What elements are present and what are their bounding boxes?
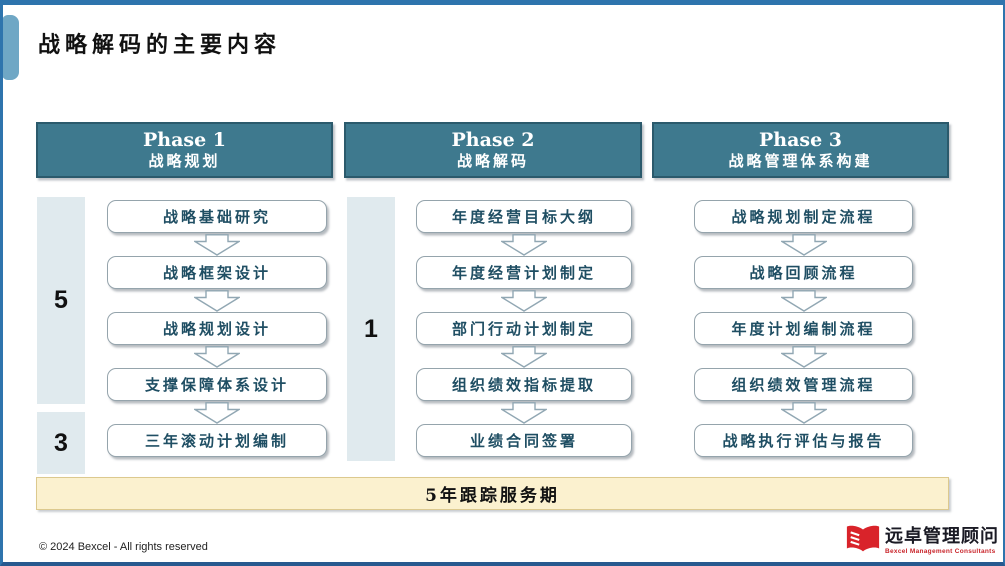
flow-box: 年度经营计划制定	[416, 256, 632, 289]
flow-box: 部门行动计划制定	[416, 312, 632, 345]
flow-box: 战略规划设计	[107, 312, 327, 345]
phase1-title-cn: 战略规划	[148, 151, 221, 170]
flow-box: 年度经营目标大纲	[416, 200, 632, 233]
flow-box: 年度计划编制流程	[694, 312, 913, 345]
flow-box: 战略框架设计	[107, 256, 327, 289]
phase1-title-en: Phase 1	[142, 128, 227, 151]
band-label: 1	[364, 314, 378, 343]
flow-box: 组织绩效指标提取	[416, 368, 632, 401]
arrow-down-icon	[107, 289, 327, 312]
logo-name-en: Bexcel Management Consultants	[885, 547, 996, 555]
flow-box-label: 战略基础研究	[162, 208, 271, 226]
logo-book-icon	[845, 524, 881, 558]
arrow-down-icon	[107, 345, 327, 368]
arrow-down-icon	[416, 345, 632, 368]
flow-box-label: 支撑保障体系设计	[144, 376, 289, 394]
phase3-title-en: Phase 3	[758, 128, 843, 151]
phase2-years-band-1: 1	[347, 197, 395, 461]
flow-box-label: 组织绩效管理流程	[731, 376, 876, 394]
flow-box: 支撑保障体系设计	[107, 368, 327, 401]
arrow-down-icon	[416, 401, 632, 424]
phase2-header: Phase 2 战略解码	[344, 122, 642, 178]
band-label: 5	[54, 286, 68, 314]
arrow-down-icon	[694, 233, 913, 256]
phase3-title-cn: 战略管理体系构建	[728, 151, 873, 170]
tracking-service-bar: 5年跟踪服务期	[36, 477, 949, 510]
flow-box-label: 战略规划制定流程	[731, 208, 876, 226]
logo-name-cn: 远卓管理顾问	[885, 526, 999, 548]
band-label: 3	[54, 428, 68, 457]
flow-box: 三年滚动计划编制	[107, 424, 327, 457]
arrow-down-icon	[107, 233, 327, 256]
flow-box: 战略规划制定流程	[694, 200, 913, 233]
flow-box-label: 年度经营目标大纲	[451, 208, 596, 226]
page-title: 战略解码的主要内容	[38, 32, 282, 58]
company-logo: 远卓管理顾问 Bexcel Management Consultants	[845, 524, 999, 558]
phase1-years-band-3: 3	[37, 412, 85, 474]
flow-box: 战略执行评估与报告	[694, 424, 913, 457]
flow-box: 组织绩效管理流程	[694, 368, 913, 401]
arrow-down-icon	[416, 233, 632, 256]
phase2-title-cn: 战略解码	[456, 151, 529, 170]
flow-box-label: 年度经营计划制定	[451, 264, 596, 282]
flow-box: 战略基础研究	[107, 200, 327, 233]
arrow-down-icon	[694, 345, 913, 368]
phase1-years-band-5: 5	[37, 197, 85, 404]
phase1-flow: 战略基础研究 战略框架设计 战略规划设计 支撑保障体系设计 三年滚动计划编制	[107, 200, 327, 457]
arrow-down-icon	[416, 289, 632, 312]
flow-box-label: 部门行动计划制定	[451, 320, 596, 338]
phase2-flow: 年度经营目标大纲 年度经营计划制定 部门行动计划制定 组织绩效指标提取 业绩合同…	[416, 200, 632, 457]
flow-box-label: 业绩合同签署	[469, 432, 578, 450]
flow-box-label: 战略执行评估与报告	[722, 432, 885, 450]
arrow-down-icon	[694, 401, 913, 424]
arrow-down-icon	[107, 401, 327, 424]
flow-box-label: 年度计划编制流程	[731, 320, 876, 338]
title-accent-tab	[3, 15, 19, 80]
flow-box-label: 战略规划设计	[162, 320, 271, 338]
phase3-flow: 战略规划制定流程 战略回顾流程 年度计划编制流程 组织绩效管理流程 战略执行评估…	[694, 200, 913, 457]
logo-text: 远卓管理顾问 Bexcel Management Consultants	[885, 527, 999, 555]
flow-box-label: 组织绩效指标提取	[451, 376, 596, 394]
flow-box: 战略回顾流程	[694, 256, 913, 289]
flow-box-label: 三年滚动计划编制	[144, 432, 289, 450]
phase1-header: Phase 1 战略规划	[36, 122, 333, 178]
flow-box: 业绩合同签署	[416, 424, 632, 457]
phase2-title-en: Phase 2	[451, 128, 535, 151]
arrow-down-icon	[694, 289, 913, 312]
flow-box-label: 战略框架设计	[162, 264, 271, 282]
footer-copyright: © 2024 Bexcel - All rights reserved	[39, 541, 208, 553]
flow-box-label: 战略回顾流程	[749, 264, 858, 282]
phase3-header: Phase 3 战略管理体系构建	[652, 122, 949, 178]
tracking-service-label: 5年跟踪服务期	[425, 486, 560, 506]
